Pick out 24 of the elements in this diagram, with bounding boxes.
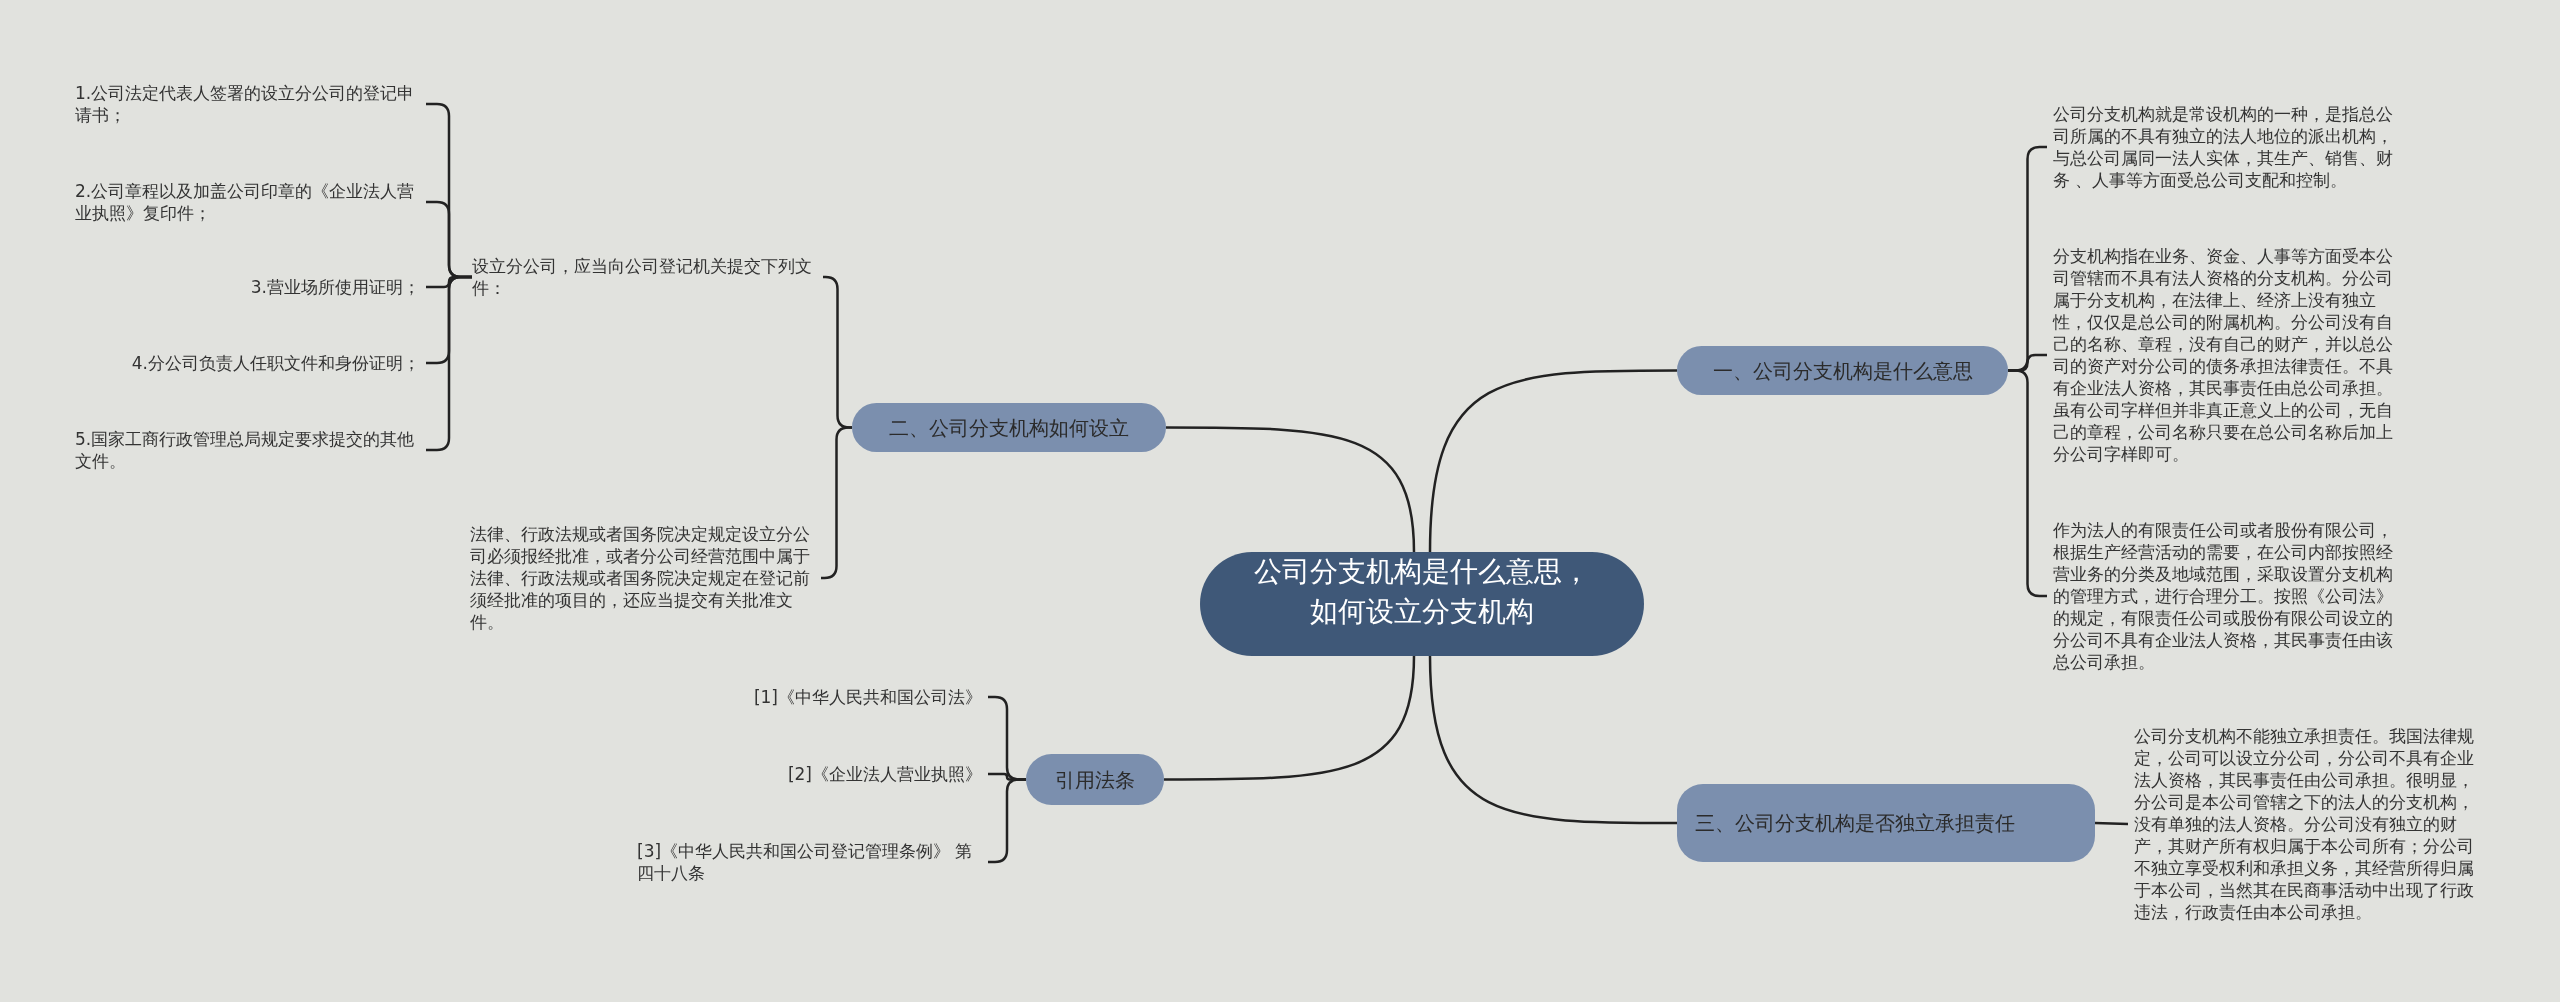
note-text: 2.公司章程以及加盖公司印章的《企业法人营业执照》复印件； bbox=[75, 180, 420, 224]
note-text: 5.国家工商行政管理总局规定要求提交的其他文件。 bbox=[75, 428, 420, 472]
note-text: [2]《企业法人营业执照》 bbox=[787, 763, 982, 785]
topic-box: 一、公司分支机构是什么意思 bbox=[1677, 346, 2008, 395]
topic-box: 二、公司分支机构如何设立 bbox=[852, 403, 1166, 452]
note-text: [3]《中华人民共和国公司登记管理条例》 第四十八条 bbox=[637, 840, 982, 884]
topic-box: 引用法条 bbox=[1026, 754, 1164, 805]
note-text: 法律、行政法规或者国务院决定规定设立分公司必须报经批准，或者分公司经营范围中属于法律、行政法规或者国务院决定规定在登记前须经批准的项目的，还应当提交有关批准文件。 bbox=[470, 523, 815, 633]
note-text: 1.公司法定代表人签署的设立分公司的登记申请书； bbox=[75, 82, 420, 126]
note-text: 3.营业场所使用证明； bbox=[250, 276, 420, 298]
branch-line bbox=[1428, 655, 1677, 825]
central-topic: 公司分支机构是什么意思，如何设立分支机构 bbox=[1200, 552, 1644, 656]
note-text: 作为法人的有限责任公司或者股份有限公司，根据生产经营活动的需要，在公司内部按照经营业务的分类及地域范围，采取设置分支机构的管理方式，进行合理分工。按照《公司法》的规定，有限责任公司或股份有限公司设立的分公司不具有企业法人资格，其民事责任由该总公司承担。 bbox=[2053, 519, 2403, 673]
topic-box: 三、公司分支机构是否独立承担责任 bbox=[1677, 784, 2095, 862]
note-text: 公司分支机构就是常设机构的一种，是指总公司所属的不具有独立的法人地位的派出机构，与总公司属同一法人实体，其生产、销售、财务 、人事等方面受总公司支配和控制。 bbox=[2053, 103, 2403, 191]
note-text: 公司分支机构不能独立承担责任。我国法律规定，公司可以设立分公司，分公司不具有企业法人资格，其民事责任由公司承担。很明显，分公司是本公司管辖之下的法人的分支机构，没有单独的法人资格。分公司没有独立的财产，其财产所有权归属于本公司所有；分公司不独立享受权利和承担义务，其经营所得归属于本公司，当然其在民商事活动中出现了行政违法，行政责任由本公司承担。 bbox=[2134, 725, 2486, 923]
note-text: 分支机构指在业务、资金、人事等方面受本公司管辖而不具有法人资格的分支机构。分公司属于分支机构，在法律上、经济上没有独立性，仅仅是总公司的附属机构。分公司没有自己的名称、章程，没有自己的财产，并以总公司的资产对分公司的债务承担法律责任。不具有企业法人资格，其民事责任由总公司承担。虽有公司字样但并非真正意义上的公司，无自己的章程，公司名称只要在总公司名称后加上分公司字样即可。 bbox=[2053, 245, 2403, 465]
branch-line bbox=[1166, 426, 1416, 553]
note-text: 设立分公司，应当向公司登记机关提交下列文件： bbox=[472, 255, 817, 299]
branch-line bbox=[1164, 655, 1416, 781]
note-text: [1]《中华人民共和国公司法》 bbox=[753, 686, 982, 708]
branch-line bbox=[1428, 369, 1677, 553]
bracket-line bbox=[2094, 821, 2129, 826]
note-text: 4.分公司负责人任职文件和身份证明； bbox=[131, 352, 420, 374]
